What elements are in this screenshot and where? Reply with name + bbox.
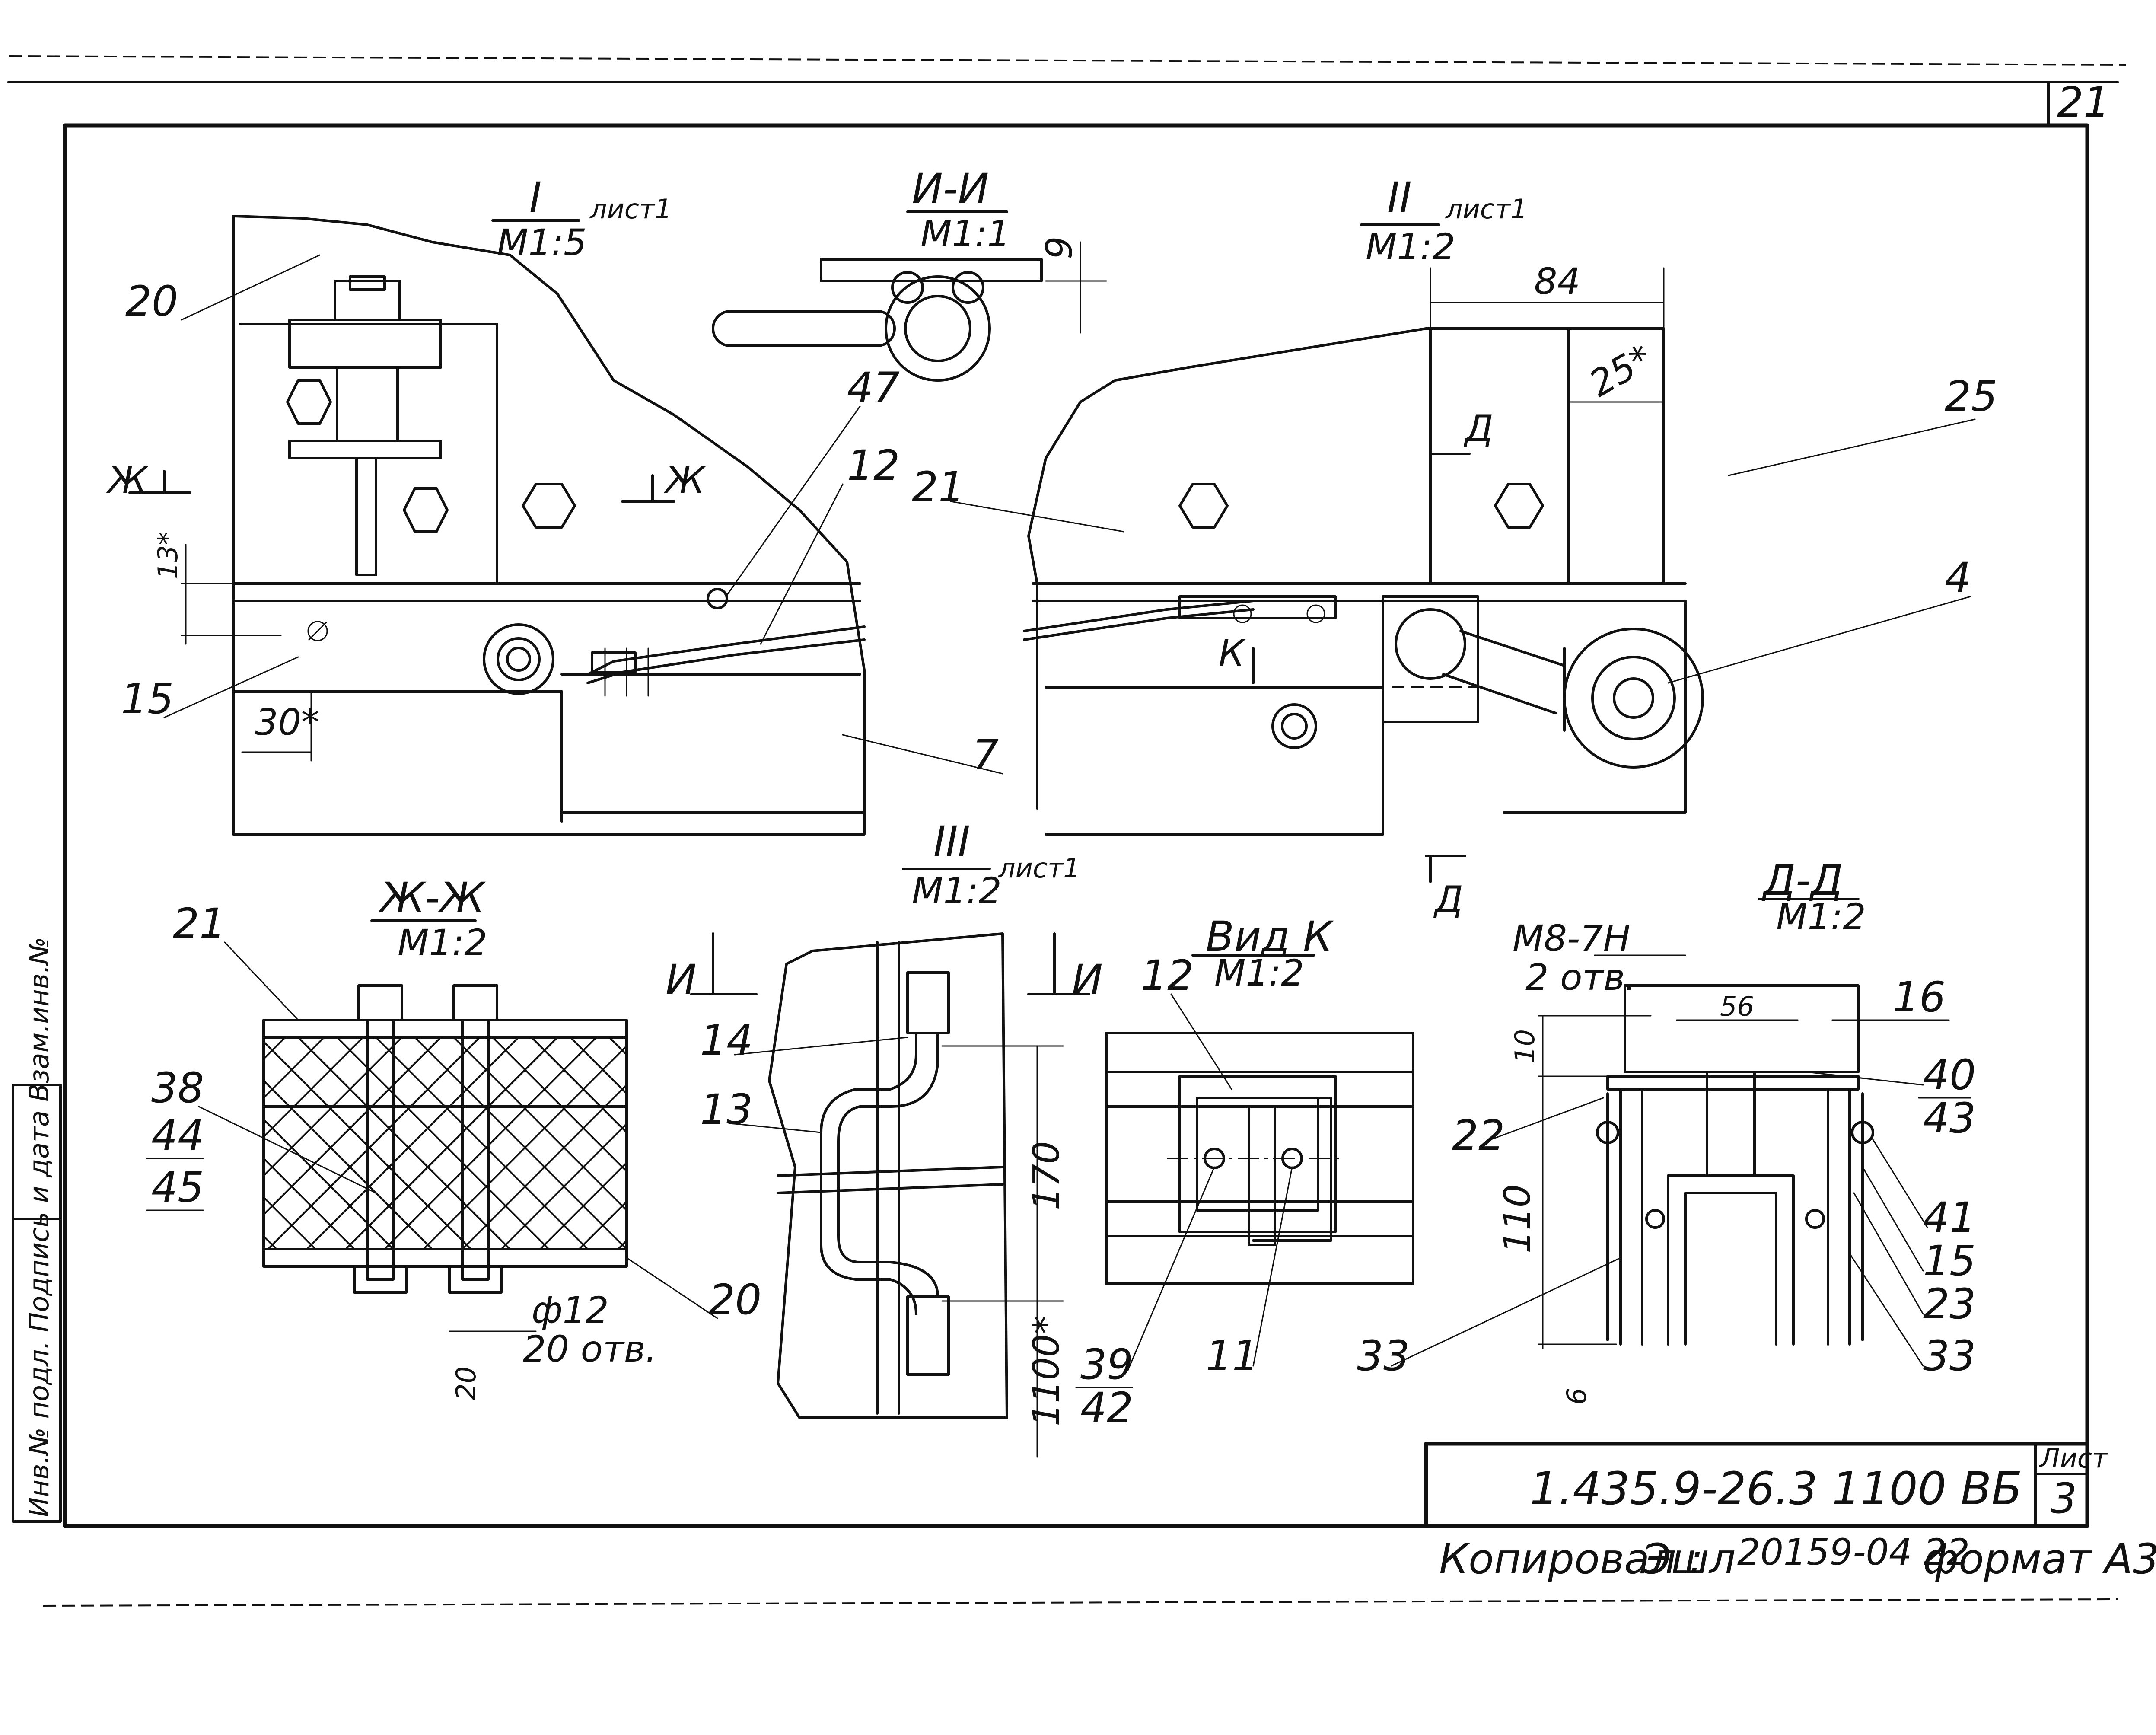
- i-mark-right: И: [1072, 956, 1103, 1004]
- callout-25: 25: [1945, 372, 1997, 421]
- view-iii-ref: лист1: [998, 852, 1080, 884]
- dim-170: 170: [1025, 1141, 1067, 1210]
- callout-21b: 21: [173, 899, 226, 948]
- i-mark-left: И: [666, 956, 697, 1004]
- callout-41: 41: [1923, 1193, 1976, 1242]
- callout-39: 39: [1080, 1340, 1133, 1389]
- dim-30: 30*: [255, 701, 319, 743]
- callout-38: 38: [151, 1064, 204, 1112]
- order-number: 20159-04 22: [1737, 1531, 1970, 1573]
- callout-4: 4: [1945, 554, 1971, 602]
- view-iii-scale: M1:2: [912, 870, 1002, 912]
- zh-mark-right: Ж: [663, 459, 706, 501]
- copied-label: Копировал :: [1439, 1535, 1703, 1583]
- section-i-i-title: И-И: [912, 165, 989, 213]
- callout-15a: 15: [121, 675, 174, 723]
- dim-56: 56: [1720, 991, 1754, 1022]
- view-iii-title: III: [933, 817, 970, 866]
- dim-9: 9: [1038, 236, 1080, 259]
- view-ii-ref: лист1: [1445, 193, 1528, 225]
- hole-dia: ф12: [532, 1289, 609, 1331]
- view-k: Вид К M1:2 12 39 42 11: [1075, 912, 1414, 1432]
- dim-25: 25*: [1582, 336, 1659, 405]
- view-ii-title: II: [1387, 173, 1412, 222]
- copied-signature: Эшл: [1642, 1535, 1736, 1583]
- section-zh-zh-title: Ж-Ж: [378, 874, 486, 922]
- callout-33b: 33: [1923, 1332, 1976, 1380]
- callout-20b: 20: [709, 1276, 761, 1324]
- zh-mark-left: Ж: [106, 459, 149, 501]
- view-k-scale: M1:2: [1214, 952, 1304, 994]
- callout-13: 13: [700, 1085, 753, 1134]
- title-block: 1.435.9-26.3 1100 ВБ Лист 3: [1424, 1442, 2108, 1528]
- callout-16: 16: [1893, 973, 1946, 1021]
- callout-20a: 20: [125, 277, 178, 325]
- callout-45: 45: [151, 1163, 204, 1212]
- section-d-d: Д-Д M1:2 M8-7H 2 отв. 10 110 6 56 22 33 …: [1357, 856, 1976, 1405]
- d-mark-bottom: Д: [1433, 878, 1463, 921]
- section-zh-zh-scale: M1:2: [398, 922, 487, 964]
- callout-11: 11: [1206, 1332, 1258, 1380]
- view-ii-scale: M1:2: [1366, 226, 1455, 268]
- callout-12a: 12: [847, 441, 900, 490]
- sheet-number: 21: [2057, 78, 2110, 127]
- k-mark: К: [1219, 632, 1246, 674]
- view-i: I M1:5 лист1 Ж Ж: [106, 173, 1003, 836]
- dim-110: 110: [1496, 1184, 1538, 1253]
- callout-14: 14: [700, 1016, 753, 1065]
- view-ii: II M1:2 лист1 84 25* Д Д: [912, 173, 1997, 921]
- thread-count: 2 отв.: [1525, 956, 1637, 998]
- callout-33a: 33: [1357, 1332, 1410, 1380]
- thread-spec: M8-7H: [1513, 917, 1631, 960]
- sheet-value: 3: [2051, 1474, 2077, 1523]
- view-i-scale: M1:5: [497, 221, 587, 264]
- side-stamp-text: Инв.№ подл. Подпись и дата Взам.инв.№: [23, 937, 55, 1517]
- sheet-label: Лист: [2039, 1442, 2108, 1474]
- callout-44: 44: [151, 1111, 204, 1160]
- dim-6: 6: [1561, 1388, 1592, 1405]
- section-d-d-title: Д-Д: [1761, 856, 1843, 905]
- dim-1100: 1100*: [1025, 1316, 1067, 1426]
- drawing-designation: 1.435.9-26.3 1100 ВБ: [1530, 1462, 2022, 1515]
- hole-count: 20 отв.: [523, 1328, 657, 1370]
- dim-13: 13*: [152, 532, 184, 579]
- callout-23: 23: [1923, 1280, 1976, 1328]
- d-mark-top: Д: [1463, 407, 1494, 450]
- section-i-i: И-И M1:1 9: [712, 165, 1107, 382]
- callout-22: 22: [1452, 1111, 1505, 1160]
- format: формат А3: [1923, 1535, 2156, 1583]
- footer: Копировал : Эшл 20159-04 22 формат А3: [1439, 1531, 2156, 1583]
- section-d-d-scale: M1:2: [1776, 896, 1866, 938]
- callout-21a: 21: [912, 463, 965, 511]
- callout-7: 7: [972, 731, 999, 779]
- view-k-title: Вид К: [1206, 912, 1334, 961]
- callout-47: 47: [847, 364, 900, 412]
- dim-20: 20: [450, 1366, 482, 1400]
- callout-12b: 12: [1141, 951, 1194, 1000]
- callout-43: 43: [1923, 1094, 1976, 1142]
- callout-15b: 15: [1923, 1237, 1976, 1285]
- sheet-frame: [7, 55, 2127, 1607]
- callout-40: 40: [1923, 1051, 1976, 1099]
- view-i-ref: лист1: [589, 193, 672, 225]
- view-iii: III M1:2 лист1 И И 170 1100* 14 13: [666, 817, 1103, 1458]
- section-i-i-scale: M1:1: [920, 213, 1010, 255]
- callout-42: 42: [1080, 1384, 1133, 1432]
- dim-84: 84: [1534, 260, 1580, 303]
- side-stamp: Инв.№ подл. Подпись и дата Взам.инв.№: [12, 937, 62, 1523]
- view-i-title: I: [529, 173, 541, 222]
- section-zh-zh: Ж-Ж M1:2 ф12 20 отв. 20 21 38 44 45 20: [146, 874, 761, 1400]
- dim-10: 10: [1509, 1029, 1541, 1063]
